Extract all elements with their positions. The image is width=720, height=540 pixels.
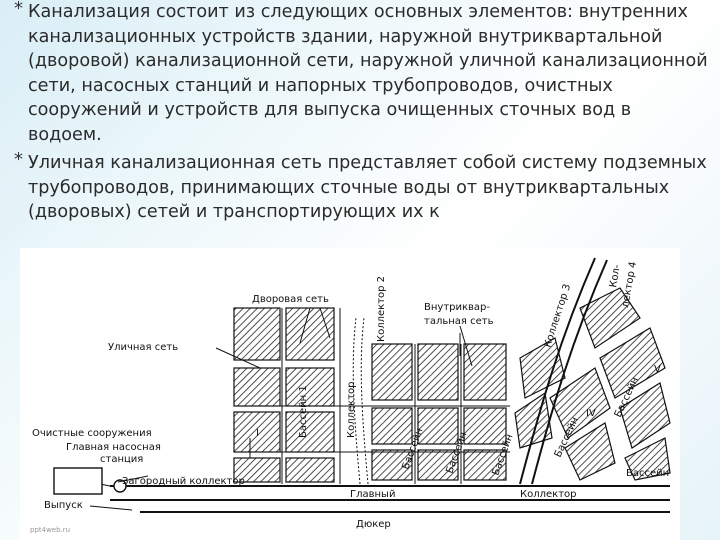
- label-collector-2: Коллектор 2: [376, 276, 387, 342]
- label-basin-1: Бассейн 1: [298, 385, 309, 438]
- city-blocks-left: [233, 307, 335, 483]
- label-outlet: Выпуск: [44, 500, 83, 511]
- leader-lines: [89, 307, 473, 511]
- city-blocks-middle: [371, 343, 507, 481]
- slide-text: * Канализация состоит из следующих основ…: [6, 0, 710, 225]
- bullet-paragraph-2: * Уличная канализационная сеть представл…: [6, 149, 710, 225]
- bullet-marker: *: [14, 149, 23, 170]
- bullet-marker: *: [14, 0, 23, 19]
- pump-station-symbol: [113, 479, 127, 493]
- label-collector-4-1: Кол-: [608, 263, 623, 288]
- label-collector-4-2: лектор 4: [620, 261, 639, 309]
- label-collector-3: Коллектор 3: [542, 283, 573, 349]
- bullet-text-1: Канализация состоит из следующих основны…: [28, 2, 708, 145]
- bullet-paragraph-1: * Канализация состоит из следующих основ…: [6, 0, 710, 147]
- watermark: ppt4web.ru: [30, 526, 71, 534]
- pipelines: [79, 257, 670, 513]
- treatment-plant-box: [53, 467, 103, 495]
- label-main-pump-2: станция: [100, 454, 143, 465]
- label-main-pump-1: Главная насосная: [66, 442, 161, 453]
- diagram-svg: Дворовая сеть Уличная сеть Очистные соор…: [32, 257, 671, 530]
- label-yard-network: Дворовая сеть: [252, 294, 329, 305]
- label-basin-end: Бассейн: [626, 468, 669, 479]
- city-blocks-right: [514, 287, 671, 481]
- label-duker: Дюкер: [356, 519, 391, 530]
- label-collector: Коллектор: [520, 489, 576, 500]
- label-roman-4: IV: [586, 408, 596, 419]
- label-suburban-collector: Загородный коллектор: [122, 476, 245, 487]
- label-intrablock-1: Внутриквар-: [424, 302, 490, 313]
- label-roman-1: I: [256, 428, 259, 439]
- label-collector-vertical: Коллектор: [346, 382, 357, 438]
- label-main: Главный: [350, 489, 395, 500]
- label-roman-v: V: [654, 364, 661, 375]
- label-street-network: Уличная сеть: [108, 342, 178, 353]
- bullet-text-2: Уличная канализационная сеть представляе…: [28, 153, 707, 222]
- sewer-network-diagram: Дворовая сеть Уличная сеть Очистные соор…: [20, 248, 680, 540]
- label-treatment-plant: Очистные сооружения: [32, 428, 152, 439]
- label-intrablock-2: тальная сеть: [424, 316, 494, 327]
